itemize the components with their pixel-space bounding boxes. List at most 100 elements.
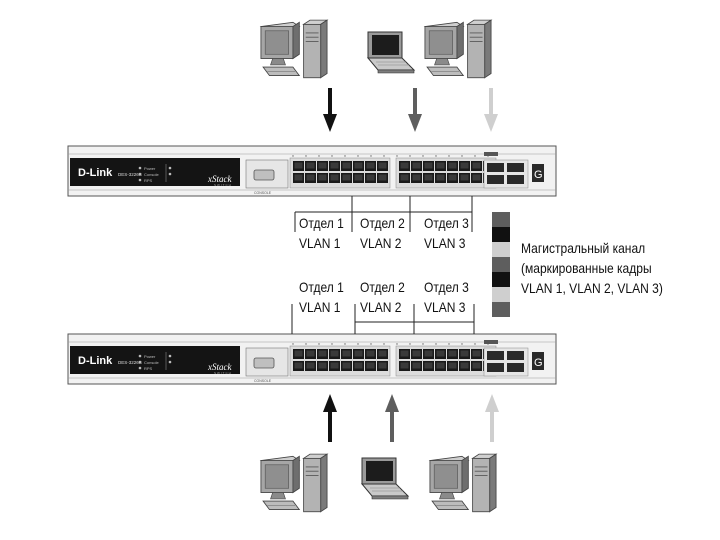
rj45-port bbox=[341, 349, 352, 359]
rj45-port bbox=[447, 349, 458, 359]
rj45-port bbox=[411, 161, 422, 171]
rj45-port bbox=[399, 349, 410, 359]
port-number-marker bbox=[396, 155, 398, 157]
port-badge-label: G bbox=[534, 169, 543, 181]
port-number-marker bbox=[305, 155, 307, 157]
led-label: RPS bbox=[144, 178, 153, 183]
rj45-port bbox=[471, 161, 482, 171]
rj45-port bbox=[435, 161, 446, 171]
rj45-port bbox=[459, 349, 470, 359]
rj45-port bbox=[353, 161, 364, 171]
port-badge-label: G bbox=[534, 357, 543, 369]
port-number-marker bbox=[409, 343, 411, 345]
port-badge bbox=[532, 352, 544, 370]
port-number-marker bbox=[370, 155, 372, 157]
port-number-marker bbox=[422, 155, 424, 157]
rj45-port bbox=[293, 361, 304, 371]
rj45-port bbox=[365, 161, 376, 171]
laptop-icon bbox=[367, 31, 415, 74]
port-number-marker bbox=[474, 343, 476, 345]
port-number-marker bbox=[292, 343, 294, 345]
status-led bbox=[168, 360, 172, 364]
rj45-port bbox=[353, 173, 364, 183]
rj45-port bbox=[365, 349, 376, 359]
port-number-marker bbox=[318, 155, 320, 157]
rj45-port bbox=[423, 161, 434, 171]
sfp-port bbox=[507, 163, 524, 172]
status-led bbox=[138, 166, 142, 170]
rj45-port bbox=[377, 161, 388, 171]
rj45-port bbox=[365, 361, 376, 371]
rj45-port bbox=[411, 349, 422, 359]
vlan-brackets-top bbox=[294, 196, 473, 232]
port-number-marker bbox=[318, 343, 320, 345]
port-number-marker bbox=[474, 155, 476, 157]
status-led bbox=[138, 178, 142, 182]
xstack-sub-label: SWITCH bbox=[214, 183, 232, 187]
laptop-icon bbox=[361, 457, 409, 500]
desktop-pc-icon bbox=[429, 453, 497, 513]
port-number-marker bbox=[435, 155, 437, 157]
vlan-label-2-top: VLAN 2 bbox=[360, 235, 402, 251]
led-label: Power bbox=[144, 166, 156, 171]
sfp-port bbox=[487, 163, 504, 172]
status-led bbox=[168, 172, 172, 176]
rj45-port bbox=[423, 173, 434, 183]
rj45-port bbox=[423, 361, 434, 371]
rj45-port bbox=[341, 173, 352, 183]
port-number-marker bbox=[448, 343, 450, 345]
rj45-port bbox=[377, 361, 388, 371]
legend-line-1: Магистральный канал bbox=[521, 240, 646, 256]
rj45-port bbox=[459, 361, 470, 371]
port-number-marker bbox=[344, 343, 346, 345]
dept-label-2-bottom: Отдел 2 bbox=[360, 279, 405, 295]
brand-logo: D-Link bbox=[78, 355, 113, 367]
legend-line-2: (маркированные кадры bbox=[521, 260, 652, 276]
trunk-segment bbox=[492, 212, 510, 227]
rj45-port bbox=[329, 349, 340, 359]
rj45-port bbox=[317, 173, 328, 183]
led-label: Console bbox=[144, 360, 159, 365]
rj45-port bbox=[377, 173, 388, 183]
console-port bbox=[253, 357, 275, 369]
desktop-pc-icon bbox=[424, 19, 492, 79]
brand-logo: D-Link bbox=[78, 167, 113, 179]
switch-front-panel bbox=[70, 346, 240, 374]
rj45-port bbox=[423, 349, 434, 359]
trunk-segment bbox=[492, 287, 510, 302]
rj45-port bbox=[377, 349, 388, 359]
rj45-port bbox=[317, 349, 328, 359]
port-number-marker bbox=[331, 343, 333, 345]
rj45-port bbox=[471, 173, 482, 183]
rj45-port bbox=[447, 173, 458, 183]
arrow-up-vlan2 bbox=[385, 394, 399, 442]
status-led bbox=[138, 360, 142, 364]
combo-label-marker bbox=[484, 152, 498, 156]
arrow-up-vlan1 bbox=[323, 394, 337, 442]
switch-front-panel bbox=[70, 158, 240, 186]
vlan-label-2-bottom: VLAN 2 bbox=[360, 299, 402, 315]
port-number-marker bbox=[448, 155, 450, 157]
status-led bbox=[138, 172, 142, 176]
dept-label-3-top: Отдел 3 bbox=[424, 215, 469, 231]
rj45-port bbox=[341, 361, 352, 371]
trunk-segment bbox=[492, 227, 510, 242]
port-number-marker bbox=[383, 343, 385, 345]
arrow-down-vlan2 bbox=[408, 88, 422, 132]
port-number-marker bbox=[409, 155, 411, 157]
vlan-label-1-bottom: VLAN 1 bbox=[299, 299, 341, 315]
port-number-marker bbox=[396, 343, 398, 345]
port-badge bbox=[532, 164, 544, 182]
port-number-marker bbox=[357, 343, 359, 345]
port-number-marker bbox=[461, 343, 463, 345]
led-label: RPS bbox=[144, 366, 153, 371]
port-number-marker bbox=[383, 155, 385, 157]
port-number-marker bbox=[305, 343, 307, 345]
sfp-port bbox=[507, 175, 524, 184]
rj45-port bbox=[447, 361, 458, 371]
model-label: DES-3226S bbox=[118, 172, 142, 177]
rj45-port bbox=[399, 161, 410, 171]
rj45-port bbox=[317, 161, 328, 171]
rj45-port bbox=[399, 173, 410, 183]
